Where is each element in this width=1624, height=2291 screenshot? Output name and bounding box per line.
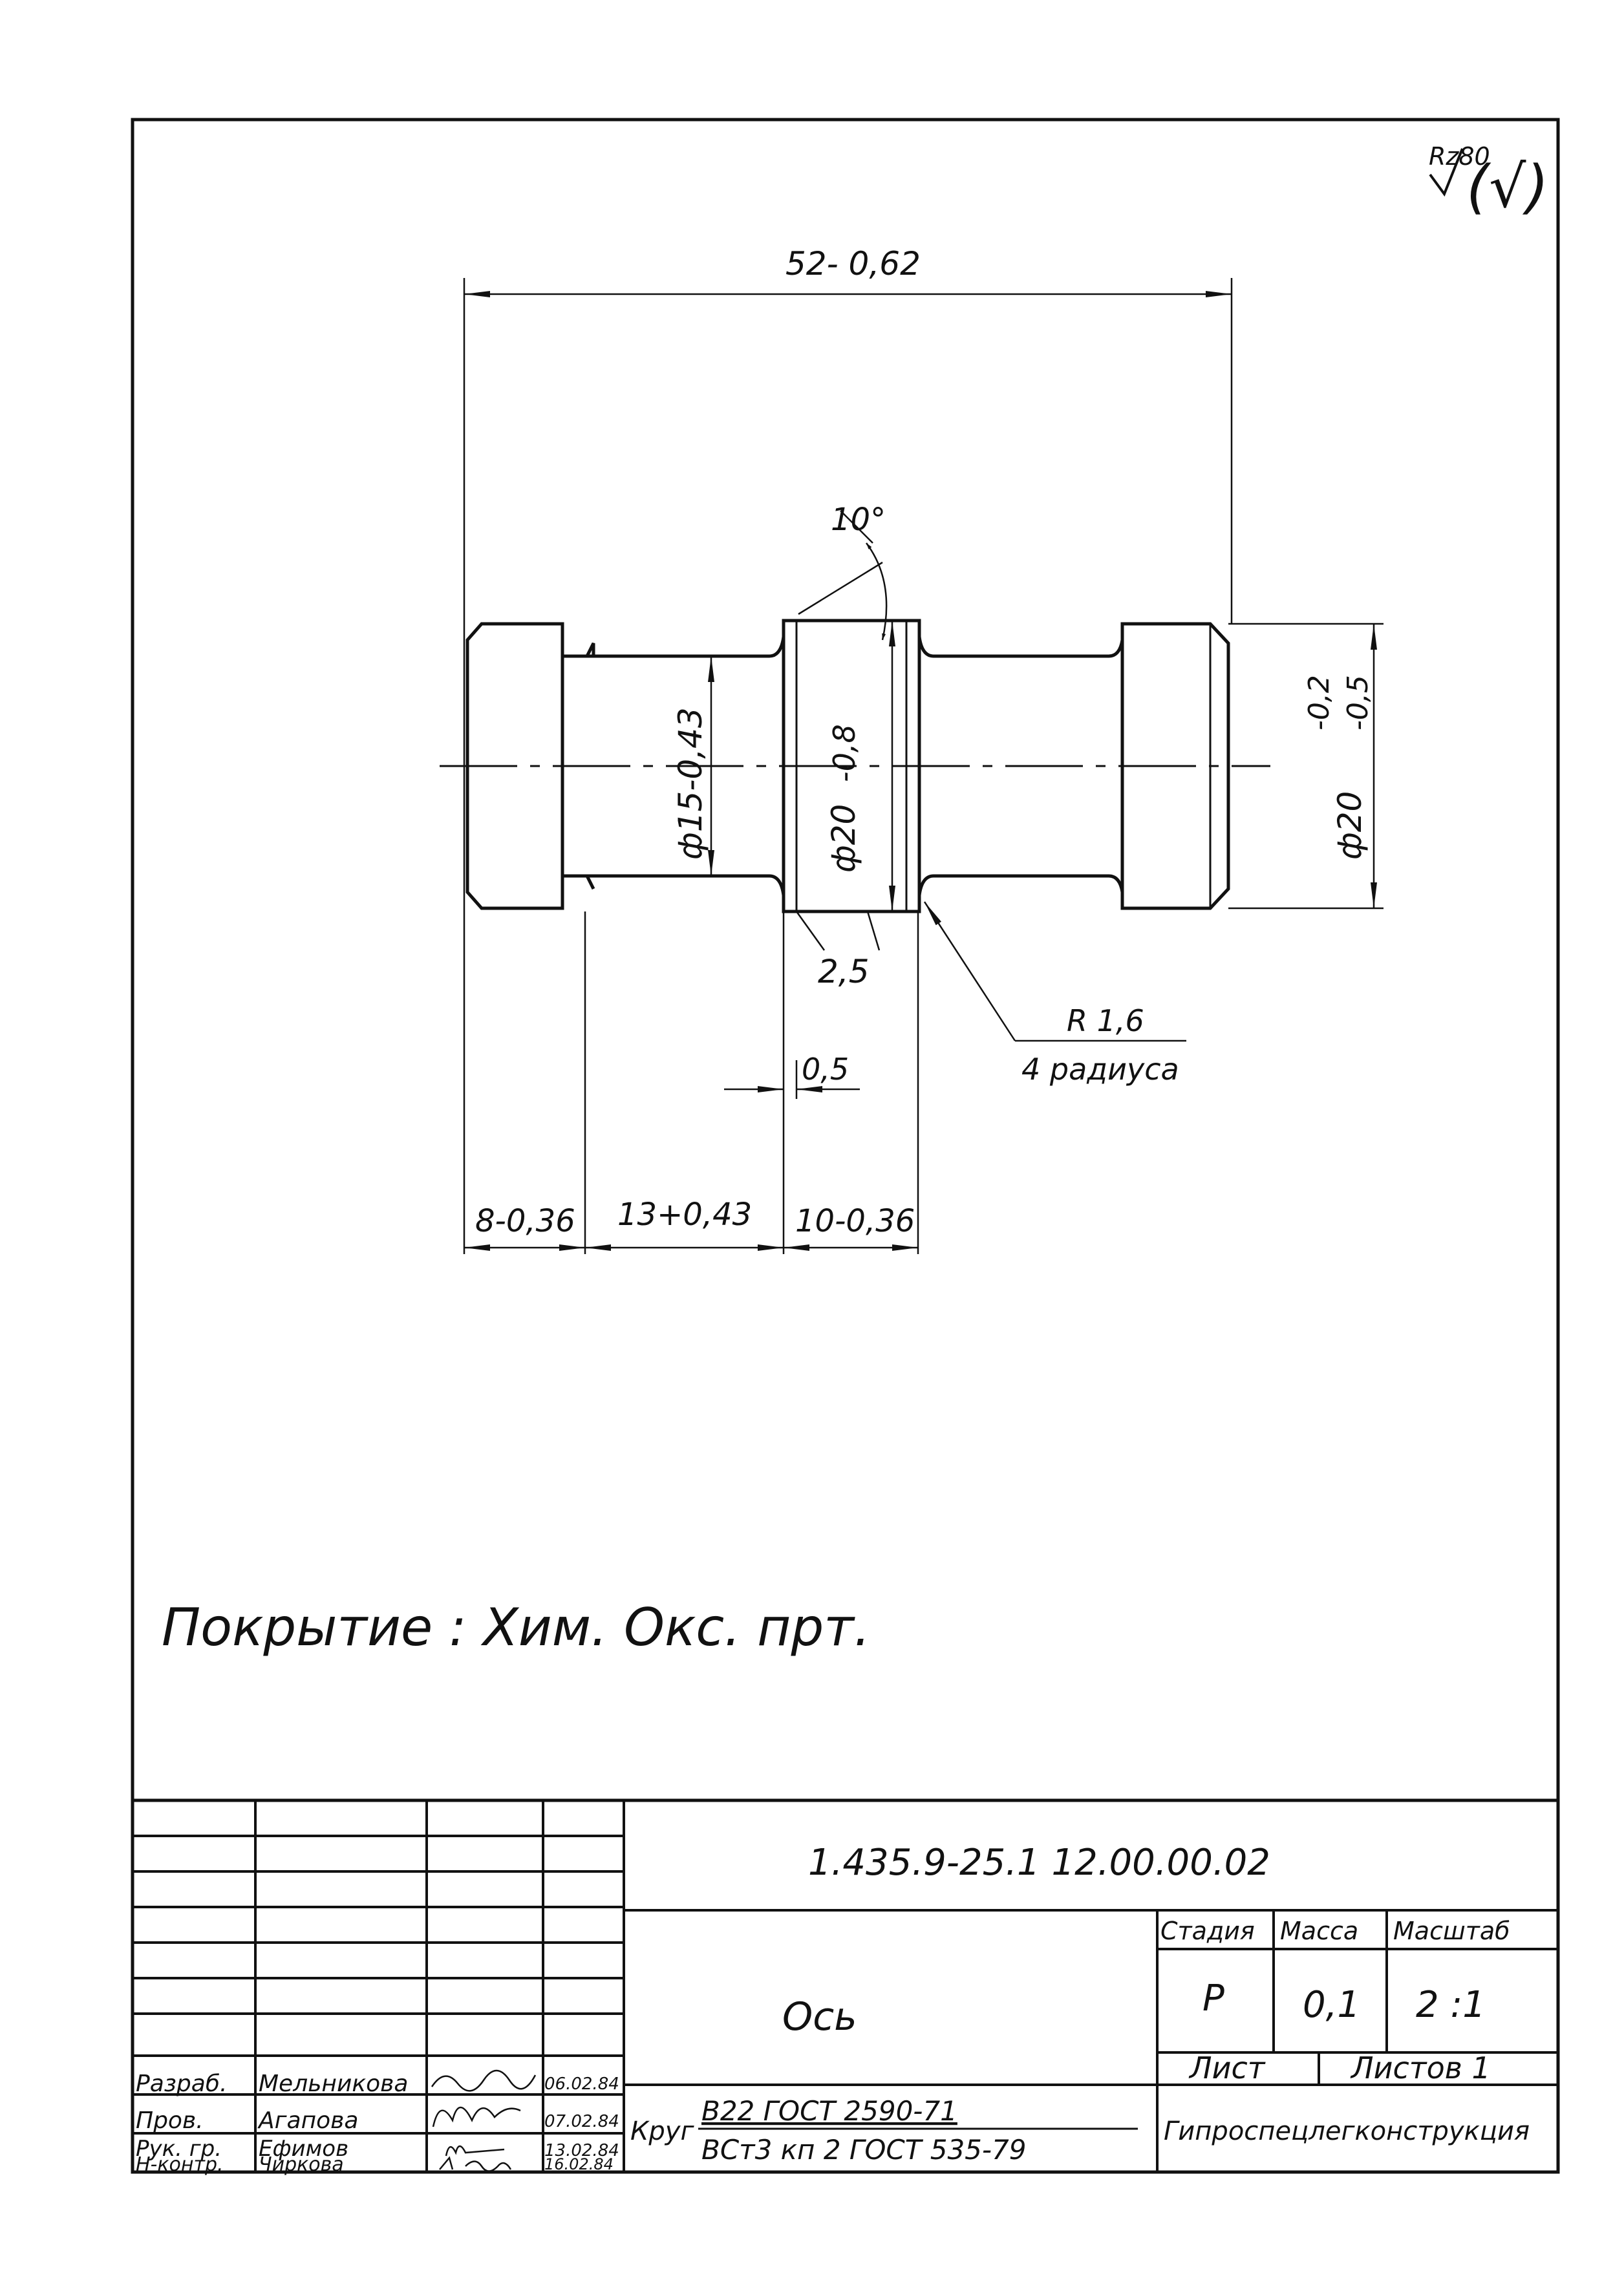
mass-label: Масса [1280, 1917, 1358, 1945]
signature-name: Агапова [257, 2107, 358, 2134]
left-collar [465, 622, 564, 910]
material-top: В22 ГОСТ 2590-71 [701, 2095, 957, 2127]
dim-d20-center: ф20 -0,8 [825, 621, 895, 911]
dim-d15-label: ф15-0,43 [672, 707, 709, 860]
handwritten-signature [431, 2069, 537, 2092]
dim-d20-right-tol-upper: -0,2 [1303, 675, 1336, 730]
doc-number: 1.435.9-25.1 12.00.00.02 [808, 1842, 1270, 1884]
signature-role: Рук. гр. [136, 2136, 222, 2162]
dim-8-label: 8-0,36 [475, 1203, 575, 1239]
signature-role: Пров. [136, 2107, 204, 2134]
dim-chain: 8-0,36 13+0,43 10-0,36 [464, 1197, 918, 1251]
dim-radius-note: 4 радиуса [1021, 1052, 1179, 1087]
signature-role: Н-контр. [136, 2153, 224, 2176]
dim-d20-center-label: ф20 [825, 804, 862, 873]
material-prefix: Круг [630, 2116, 694, 2146]
roughness-symbol: Rz80 (√) [1429, 142, 1549, 221]
part-name: Ось [782, 1994, 857, 2040]
signature-date: 06.02.84 [544, 2074, 619, 2094]
dim-d20-right-label: ф20 [1331, 791, 1369, 860]
dim-angle-label: 10° [831, 502, 886, 538]
material-bottom: ВСт3 кп 2 ГОСТ 535-79 [701, 2134, 1026, 2166]
scale-value: 2 :1 [1416, 1984, 1486, 2026]
signature-name: Ефимов [259, 2136, 348, 2162]
stage-label: Стадия [1160, 1917, 1255, 1945]
stage-value: Р [1202, 1977, 1224, 2019]
dim-length-label: 52- 0,62 [785, 245, 921, 282]
dim-radius-label: R 1,6 [1067, 1003, 1144, 1038]
signature-row-2: Пров. Агапова 07.02.84 [136, 2106, 619, 2134]
dim-2-5-label: 2,5 [818, 953, 870, 990]
dim-0-5-label: 0,5 [802, 1052, 849, 1087]
dim-2-5: 2,5 [795, 911, 881, 990]
coating-note: Покрытие : Хим. Окс. прт. [162, 1597, 870, 1657]
dim-d20-center-tol: -0,8 [827, 724, 862, 782]
mass-value: 0,1 [1303, 1984, 1360, 2026]
dim-angle: 10° [798, 502, 888, 641]
signature-date: 07.02.84 [544, 2112, 619, 2131]
signature-row-4: Н-контр. Чиркова 16.02.84 [136, 2153, 614, 2176]
dim-13-label: 13+0,43 [617, 1197, 752, 1233]
signature-name: Чиркова [259, 2153, 344, 2176]
extension-lines [463, 278, 1384, 1254]
signature-date: 13.02.84 [544, 2141, 619, 2160]
dim-length: 52- 0,62 [464, 245, 1232, 297]
dim-d20-right: ф20 -0,2 -0,5 [1303, 624, 1377, 908]
dim-d20-right-tol-lower: -0,5 [1341, 675, 1374, 730]
signature-row-1: Разраб. Мельникова 06.02.84 [136, 2069, 619, 2097]
handwritten-signature [432, 2106, 521, 2127]
dim-0-5: 0,5 [724, 1052, 860, 1099]
shaft-part [465, 619, 1230, 913]
dim-10-label: 10-0,36 [795, 1203, 915, 1239]
sheets-label: Листов 1 [1350, 2051, 1491, 2085]
scale-label: Масштаб [1393, 1917, 1510, 1945]
handwritten-signature [445, 2145, 505, 2157]
title-block: 1.435.9-25.1 12.00.00.02 Ось Стадия Масс… [131, 1798, 1560, 2176]
signature-row-3: Рук. гр. Ефимов 13.02.84 [136, 2136, 619, 2162]
roughness-rest-label: (√) [1466, 153, 1549, 221]
organization: Гипроспецлегконструкция [1164, 2116, 1530, 2146]
signature-role: Разраб. [136, 2071, 227, 2097]
dim-d15: ф15-0,43 [672, 656, 714, 876]
signature-date: 16.02.84 [544, 2155, 614, 2173]
sheet-label: Лист [1188, 2051, 1266, 2085]
signature-name: Мельникова [259, 2071, 408, 2097]
handwritten-signature [439, 2156, 512, 2172]
dim-radius: R 1,6 4 радиуса [923, 901, 1186, 1087]
